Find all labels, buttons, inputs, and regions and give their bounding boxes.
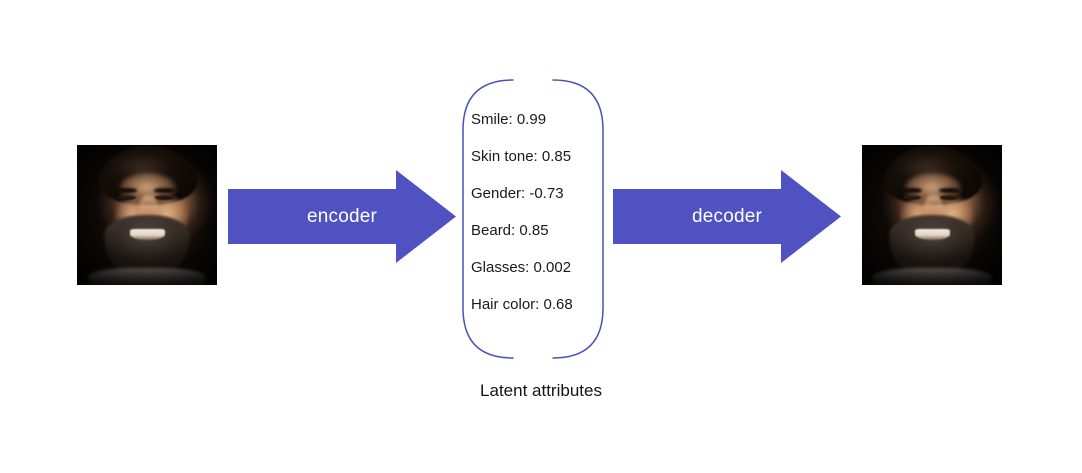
latent-attribute-item: Skin tone: 0.85 [471, 148, 572, 165]
latent-attribute-item: Glasses: 0.002 [471, 259, 572, 276]
latent-attribute-item: Smile: 0.99 [471, 111, 547, 128]
output-face-image [862, 145, 1002, 285]
rounded-bracket-icon [462, 79, 604, 359]
encoder-arrow-label: encoder [306, 205, 378, 227]
decoder-arrow: decoder [613, 170, 841, 263]
right-block-arrow-icon [228, 170, 456, 263]
latent-attribute-list: Smile: 0.99 Skin tone: 0.85 Gender: -0.7… [471, 112, 631, 334]
right-block-arrow-icon [613, 170, 841, 263]
latent-attributes-caption: Latent attributes [480, 381, 602, 400]
latent-attribute-item: Gender: -0.73 [471, 185, 564, 202]
decoder-arrow-label: decoder [691, 205, 763, 227]
photo-vignette [862, 145, 1002, 285]
latent-attribute-item: Beard: 0.85 [471, 222, 549, 239]
photo-vignette [77, 145, 217, 285]
latent-attribute-item: Hair color: 0.68 [471, 296, 573, 313]
encoder-arrow: encoder [228, 170, 456, 263]
input-face-image [77, 145, 217, 285]
latent-bracket [461, 78, 605, 360]
